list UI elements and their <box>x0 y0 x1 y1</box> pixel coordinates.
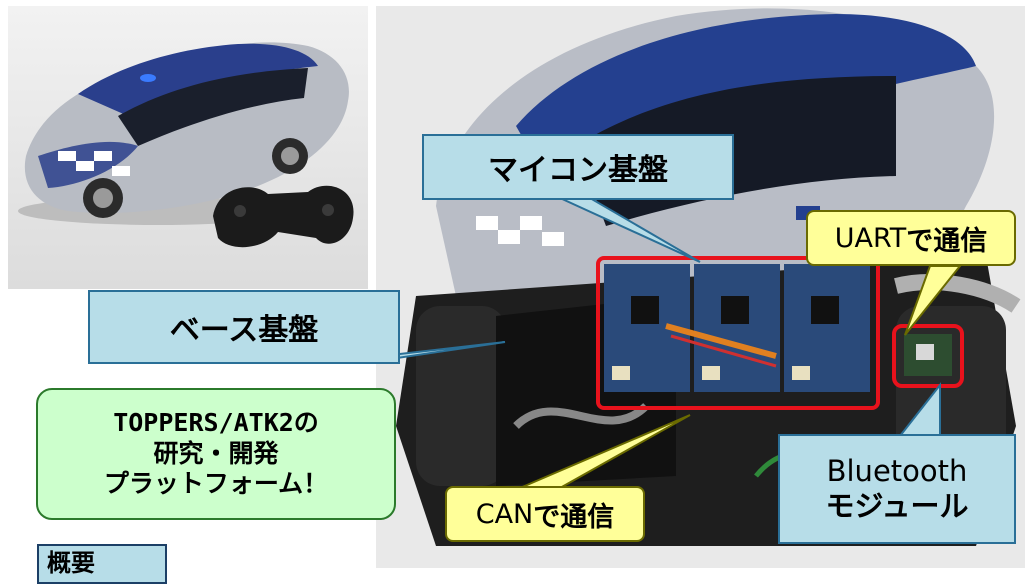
callout-mcu-board: マイコン基盤 <box>422 134 734 200</box>
summary-label: 概要 <box>37 544 167 584</box>
callout-bluetooth: Bluetooth モジュール <box>778 434 1016 544</box>
bluetooth-module <box>904 334 952 376</box>
callout-platform: TOPPERS/ATK2の 研究・開発 プラットフォーム！ <box>36 388 396 520</box>
gamepad <box>213 185 354 248</box>
photo-rc-car-with-controller <box>8 6 368 289</box>
callout-platform-line3: プラットフォーム！ <box>103 469 329 499</box>
callout-mcu-board-text: マイコン基盤 <box>488 153 668 188</box>
callout-can-suffix: で通信 <box>533 501 615 533</box>
callout-uart-prefix: UART <box>834 222 907 254</box>
callout-uart-suffix: で通信 <box>906 225 988 257</box>
callout-base-board-text: ベース基盤 <box>169 313 319 348</box>
highlight-mcu-boards <box>596 256 880 410</box>
mcu-boards <box>604 264 870 392</box>
callout-bluetooth-line1: Bluetooth <box>826 454 968 489</box>
callout-platform-line2: 研究・開発 <box>153 438 279 468</box>
callout-platform-line1: TOPPERS/ATK2の <box>113 408 319 438</box>
callout-can-prefix: CAN <box>475 498 534 530</box>
callout-base-board: ベース基盤 <box>88 290 400 364</box>
callout-bluetooth-line2: モジュール <box>825 489 969 523</box>
